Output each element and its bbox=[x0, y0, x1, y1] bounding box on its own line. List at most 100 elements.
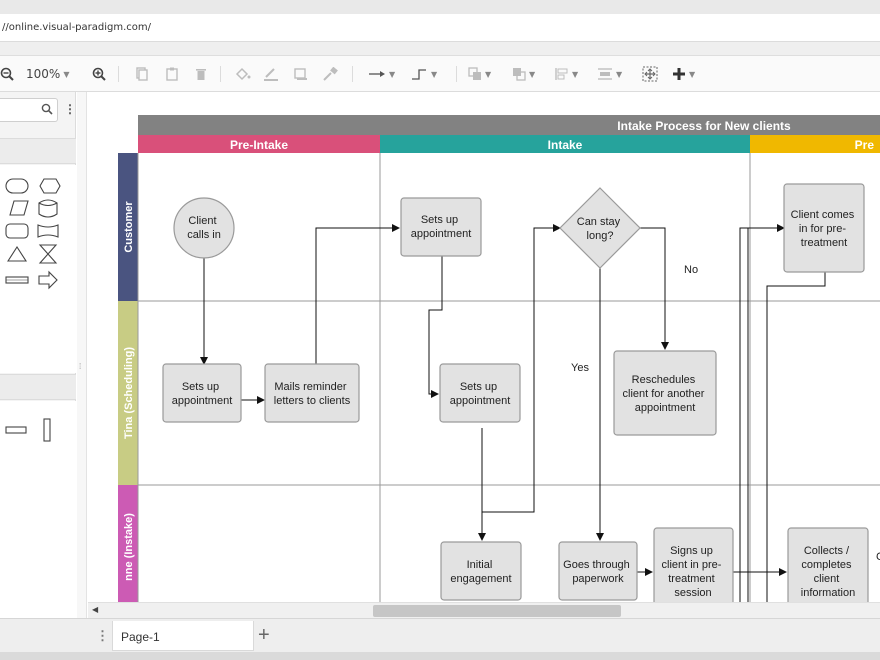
address-bar[interactable]: //online.visual-paradigm.com/ bbox=[0, 14, 880, 42]
chevron-down-icon: ▼ bbox=[389, 69, 396, 79]
lane-header-customer[interactable] bbox=[118, 153, 138, 301]
edge-label-no: No bbox=[684, 264, 698, 276]
fill-color-icon[interactable] bbox=[235, 65, 251, 83]
phase-label-intake: Intake bbox=[548, 138, 583, 152]
svg-text:Goes through paperwork: Goes through paperwork bbox=[563, 559, 633, 585]
phase-header-pre-treatment[interactable] bbox=[750, 135, 880, 153]
horizontal-pool-shape-icon[interactable] bbox=[5, 426, 27, 434]
phase-label-pre-intake: Pre-Intake bbox=[230, 138, 288, 152]
task-sets-up-appointment-scheduling[interactable]: Sets up appointment bbox=[162, 363, 242, 423]
swimlane-diagram[interactable]: Intake Process for New clients Pre-Intak… bbox=[88, 92, 880, 602]
task-client-comes-in[interactable]: Client comes in for pre- treatment bbox=[783, 183, 865, 273]
task-collects-client-info[interactable]: Collects / completes client information bbox=[787, 527, 869, 602]
start-node-client-calls-in[interactable]: Client calls in bbox=[173, 197, 235, 259]
zoom-in-icon[interactable] bbox=[92, 65, 106, 83]
bring-to-front-icon[interactable]: ▼ bbox=[468, 65, 491, 83]
connector[interactable] bbox=[315, 224, 400, 364]
toolbar-divider bbox=[352, 66, 353, 82]
connector[interactable] bbox=[739, 224, 785, 602]
pool-title: Intake Process for New clients bbox=[617, 119, 791, 133]
connector[interactable] bbox=[766, 272, 826, 602]
shape-search-input[interactable] bbox=[0, 98, 58, 122]
phase-header-pre-intake[interactable] bbox=[138, 135, 380, 153]
shape-category-header[interactable] bbox=[0, 374, 76, 400]
document-shape-icon[interactable] bbox=[37, 224, 59, 238]
page-tab-label: Page-1 bbox=[121, 630, 160, 644]
toolbar-divider bbox=[220, 66, 221, 82]
task-goes-through-paperwork[interactable]: Goes through paperwork bbox=[558, 541, 638, 601]
horizontal-scrollbar[interactable]: ◀ bbox=[88, 602, 880, 618]
window-bottom-edge bbox=[0, 652, 880, 660]
fit-selection-icon[interactable] bbox=[642, 65, 658, 83]
terminator-shape-icon[interactable] bbox=[5, 178, 29, 194]
scrollbar-thumb[interactable] bbox=[373, 605, 621, 617]
waypoint-style-dropdown[interactable]: ▼ bbox=[410, 65, 437, 83]
connector[interactable] bbox=[481, 224, 561, 513]
zoom-out-icon[interactable] bbox=[0, 65, 14, 83]
arrow-shape-icon[interactable] bbox=[38, 270, 58, 290]
chevron-down-icon: ▼ bbox=[572, 69, 579, 79]
add-page-icon[interactable]: + bbox=[258, 624, 270, 646]
svg-text:Collects / completes: Collects / completes client information bbox=[801, 545, 855, 599]
connector[interactable] bbox=[428, 256, 443, 398]
chevron-down-icon: ▼ bbox=[431, 69, 438, 79]
page-menu-icon[interactable]: ⋮ bbox=[96, 628, 109, 643]
scroll-left-icon[interactable]: ◀ bbox=[92, 605, 99, 614]
shadow-icon[interactable] bbox=[294, 65, 308, 83]
task-signs-up-client[interactable]: Signs up client in pre- treatment sessio… bbox=[653, 527, 734, 602]
vertical-pool-shape-icon[interactable] bbox=[43, 418, 51, 442]
zoom-level-dropdown[interactable]: 100%▼ bbox=[26, 65, 69, 83]
svg-text:Client comes in for pr: Client comes in for pre- treatment bbox=[791, 209, 858, 249]
task-initial-engagement[interactable]: Initial engagement bbox=[440, 541, 522, 601]
list-shape-icon[interactable] bbox=[5, 276, 29, 284]
svg-text:Sets up appointment: Sets up appointment bbox=[411, 214, 472, 240]
rounded-rect-shape-icon[interactable] bbox=[5, 223, 29, 239]
align-icon[interactable]: ▼ bbox=[555, 65, 578, 83]
toolbar-divider bbox=[118, 66, 119, 82]
task-mails-reminder[interactable]: Mails reminder letters to clients bbox=[264, 363, 360, 423]
lane-header-scheduling[interactable] bbox=[118, 301, 138, 485]
trash-icon[interactable] bbox=[195, 65, 207, 83]
browser-top-strip bbox=[0, 0, 880, 14]
svg-text:Sets up appointment: Sets up appointment bbox=[172, 381, 233, 407]
line-color-icon[interactable] bbox=[263, 65, 279, 83]
format-painter-icon[interactable] bbox=[322, 65, 338, 83]
svg-text:Can stay long?: Can stay long? bbox=[577, 216, 623, 242]
page-tab[interactable]: Page-1 bbox=[112, 621, 254, 651]
toolbar: 100%▼ ▼ ▼ ▼ ▼ ▼ ▼ ▼ bbox=[0, 56, 880, 92]
copy-icon[interactable] bbox=[136, 65, 148, 83]
phase-header-intake[interactable] bbox=[380, 135, 750, 153]
menu-strip bbox=[0, 42, 880, 56]
connector-style-dropdown[interactable]: ▼ bbox=[368, 65, 395, 83]
pool-title-bar[interactable] bbox=[138, 115, 880, 135]
connectors bbox=[200, 224, 826, 602]
diagram-canvas[interactable]: Intake Process for New clients Pre-Intak… bbox=[88, 92, 880, 602]
panel-splitter[interactable]: ⁞ bbox=[77, 92, 87, 618]
zoom-level-label: 100% bbox=[26, 67, 61, 81]
paste-icon[interactable] bbox=[166, 65, 178, 83]
task-reschedules-client[interactable]: Reschedules client for another appointme… bbox=[613, 350, 717, 436]
toolbar-divider bbox=[456, 66, 457, 82]
distribute-icon[interactable]: ▼ bbox=[597, 65, 622, 83]
collate-shape-icon[interactable] bbox=[38, 244, 58, 264]
chevron-down-icon: ▼ bbox=[529, 69, 536, 79]
hexagon-shape-icon[interactable] bbox=[39, 178, 61, 194]
task-sets-up-appointment-customer[interactable]: Sets up appointment bbox=[400, 197, 482, 257]
decision-can-stay-long[interactable]: Can stay long? bbox=[559, 187, 641, 269]
page-tab-bar: ⋮ Page-1 + bbox=[0, 618, 880, 652]
send-to-back-icon[interactable]: ▼ bbox=[512, 65, 535, 83]
insert-plus-dropdown[interactable]: ▼ bbox=[672, 65, 695, 83]
database-shape-icon[interactable] bbox=[38, 199, 58, 218]
triangle-shape-icon[interactable] bbox=[6, 245, 28, 262]
parallelogram-shape-icon[interactable] bbox=[9, 200, 29, 216]
task-sets-up-appointment-intake[interactable]: Sets up appointment bbox=[439, 363, 521, 423]
lane-label-scheduling: Tina (Scheduling) bbox=[123, 347, 135, 439]
lane-header-intake[interactable] bbox=[118, 485, 138, 602]
shape-category-header[interactable] bbox=[0, 138, 76, 164]
panel-menu-icon[interactable]: ⋮ bbox=[64, 102, 76, 116]
lane-borders bbox=[137, 153, 880, 602]
connector[interactable] bbox=[640, 227, 669, 350]
edge-label-cut: C bbox=[876, 551, 880, 563]
chevron-down-icon: ▼ bbox=[485, 69, 492, 79]
svg-text:Initial engagement: Initial engagement bbox=[450, 559, 511, 585]
